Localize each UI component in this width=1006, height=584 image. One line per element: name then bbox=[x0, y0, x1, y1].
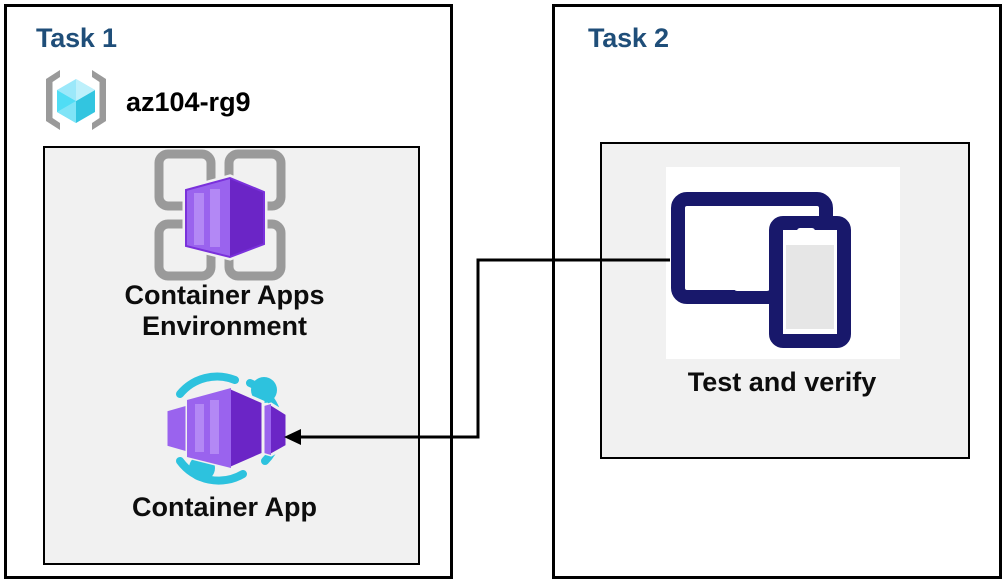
container-apps-environment-group-box bbox=[43, 146, 420, 565]
container-app-icon bbox=[164, 372, 289, 485]
resource-group-label: az104-rg9 bbox=[126, 87, 251, 117]
container-apps-environment-label: Container Apps Environment bbox=[124, 280, 325, 342]
container-app-label: Container App bbox=[132, 492, 317, 522]
container-apps-environment-icon bbox=[154, 149, 286, 281]
task-2-title: Task 2 bbox=[588, 23, 669, 53]
test-and-verify-label: Test and verify bbox=[687, 367, 877, 397]
resource-group-row: az104-rg9 bbox=[40, 64, 251, 141]
task-1-title: Task 1 bbox=[36, 23, 117, 53]
arrowhead-icon bbox=[284, 429, 301, 445]
devices-tablet-phone-icon bbox=[666, 167, 900, 359]
resource-group-icon bbox=[40, 64, 112, 141]
